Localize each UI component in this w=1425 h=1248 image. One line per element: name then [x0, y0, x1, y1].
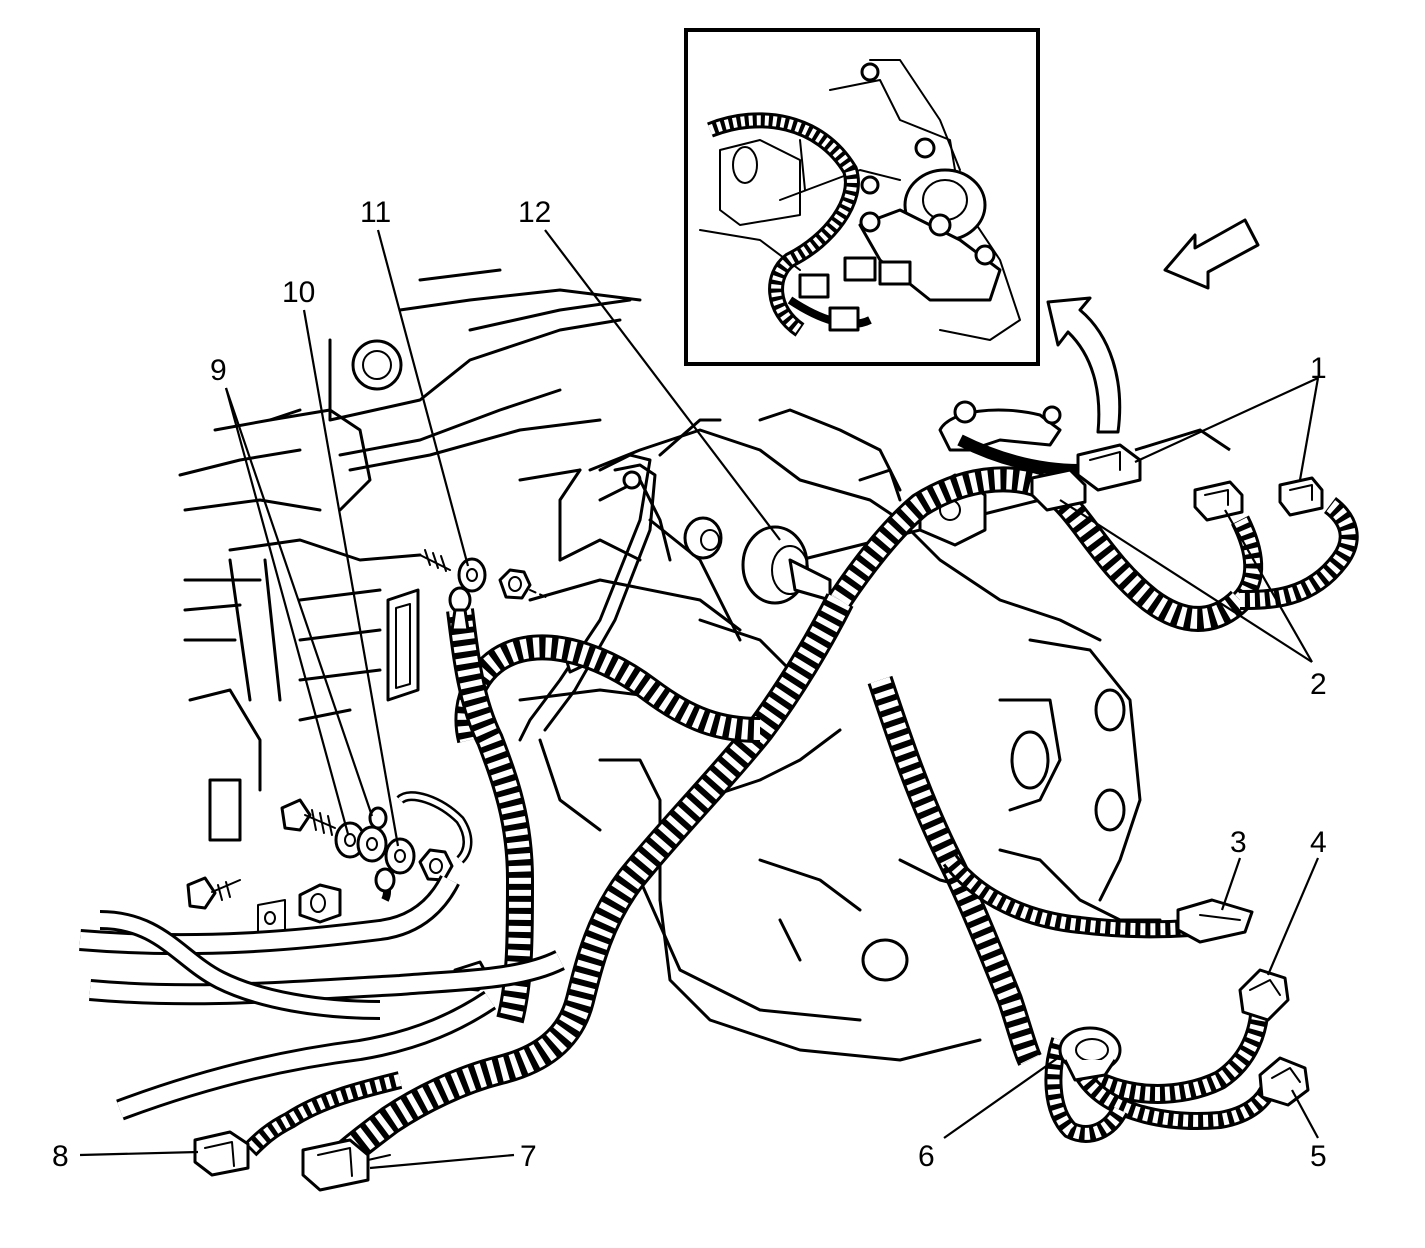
nut-11 — [498, 568, 549, 600]
washer-9 — [334, 821, 388, 863]
leader-lines — [79, 229, 1320, 1170]
washer-10 — [384, 837, 416, 875]
inset-harness — [707, 112, 912, 337]
callout-2: 2 — [1310, 668, 1327, 701]
bracket-strap — [518, 418, 742, 742]
connector-4 — [1238, 968, 1290, 1022]
callout-labels: 1 2 3 4 5 6 7 8 9 10 11 12 — [52, 196, 1327, 1173]
callout-10: 10 — [282, 276, 315, 309]
callout-5: 5 — [1310, 1140, 1327, 1173]
connector-1a — [1076, 443, 1142, 492]
connector-2a — [1030, 468, 1087, 512]
callout-6: 6 — [918, 1140, 935, 1173]
callout-12: 12 — [518, 196, 551, 229]
speed-sensor — [683, 516, 832, 605]
ring-terminal-11 — [448, 586, 472, 632]
connector-8 — [193, 1130, 250, 1177]
inset-transmission-housing — [699, 59, 1021, 341]
callout-9: 9 — [210, 354, 227, 387]
connector-6 — [1058, 1026, 1122, 1082]
callout-4: 4 — [1310, 826, 1327, 859]
connector-1b — [1278, 476, 1324, 517]
main-harness — [79, 428, 1359, 1171]
detail-inset — [684, 28, 1040, 366]
stud-11 — [419, 549, 451, 572]
callout-1: 1 — [1310, 352, 1327, 385]
inset-range-switch — [858, 62, 1002, 302]
callout-11: 11 — [360, 196, 391, 229]
ring-terminal-9 — [368, 806, 388, 830]
engine-block — [178, 268, 642, 842]
callout-7: 7 — [520, 1140, 537, 1173]
callout-3: 3 — [1230, 826, 1247, 859]
curved-arrow-icon — [1046, 296, 1122, 434]
connector-3 — [1176, 898, 1254, 944]
ring-terminal-10 — [374, 867, 396, 893]
nut-10 — [418, 848, 454, 882]
bolt-9 — [280, 798, 336, 836]
washer-11 — [457, 557, 487, 593]
connector-5 — [1258, 1056, 1310, 1107]
connector-2b — [1193, 480, 1244, 522]
lower-bolt — [186, 876, 241, 910]
connector-7 — [301, 1138, 391, 1192]
direction-arrow-icon — [1163, 218, 1260, 290]
callout-8: 8 — [52, 1140, 69, 1173]
